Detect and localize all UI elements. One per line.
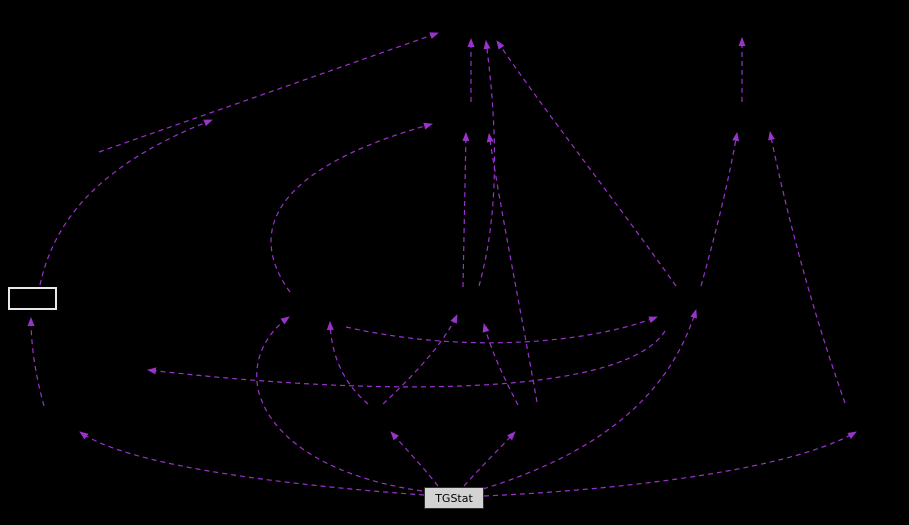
- edge-whitebox-to-upperleft-node: [39, 119, 213, 286]
- edge-lower2-to-centermid-node: [482, 323, 519, 406]
- edge-bottomleft-to-whitebox: [27, 317, 45, 407]
- edge-centermid-to-center2-node: [462, 132, 470, 288]
- node-empty-box[interactable]: [8, 287, 57, 310]
- edge-leftmid-to-rightmid-node: [345, 316, 658, 344]
- edge-tgstat-to-rightmid-node: [482, 309, 697, 490]
- edge-right-mid-to-midleft-node: [147, 330, 666, 388]
- edge-bottomright-to-upperright-node: [768, 131, 846, 404]
- edge-tgstat-to-lower-node-1: [390, 431, 439, 487]
- edge-lower1-to-leftmid-node-2: [326, 321, 369, 405]
- edge-lower2-to-center2-node: [486, 133, 538, 403]
- edge-rightmid-to-top-node: [496, 40, 677, 287]
- node-tgstat[interactable]: TGStat: [424, 487, 484, 509]
- edge-tgstat-to-bottomleft-node: [79, 431, 425, 496]
- edge-centermid-to-top-node: [478, 40, 496, 287]
- edge-left-diagonal-to-top-node: [98, 32, 439, 153]
- edge-tgstat-to-lower-node-2: [463, 431, 516, 487]
- edge-rightmid-to-upperright-node: [700, 132, 740, 287]
- edge-tgstat-to-bottomright-node: [483, 431, 857, 497]
- edge-lower1-to-centermid-node: [382, 314, 458, 405]
- edge-leftmid-to-center2-node: [270, 122, 433, 293]
- node-tgstat-label: TGStat: [435, 491, 473, 505]
- edge-tgstat-to-leftmid-node: [256, 316, 423, 492]
